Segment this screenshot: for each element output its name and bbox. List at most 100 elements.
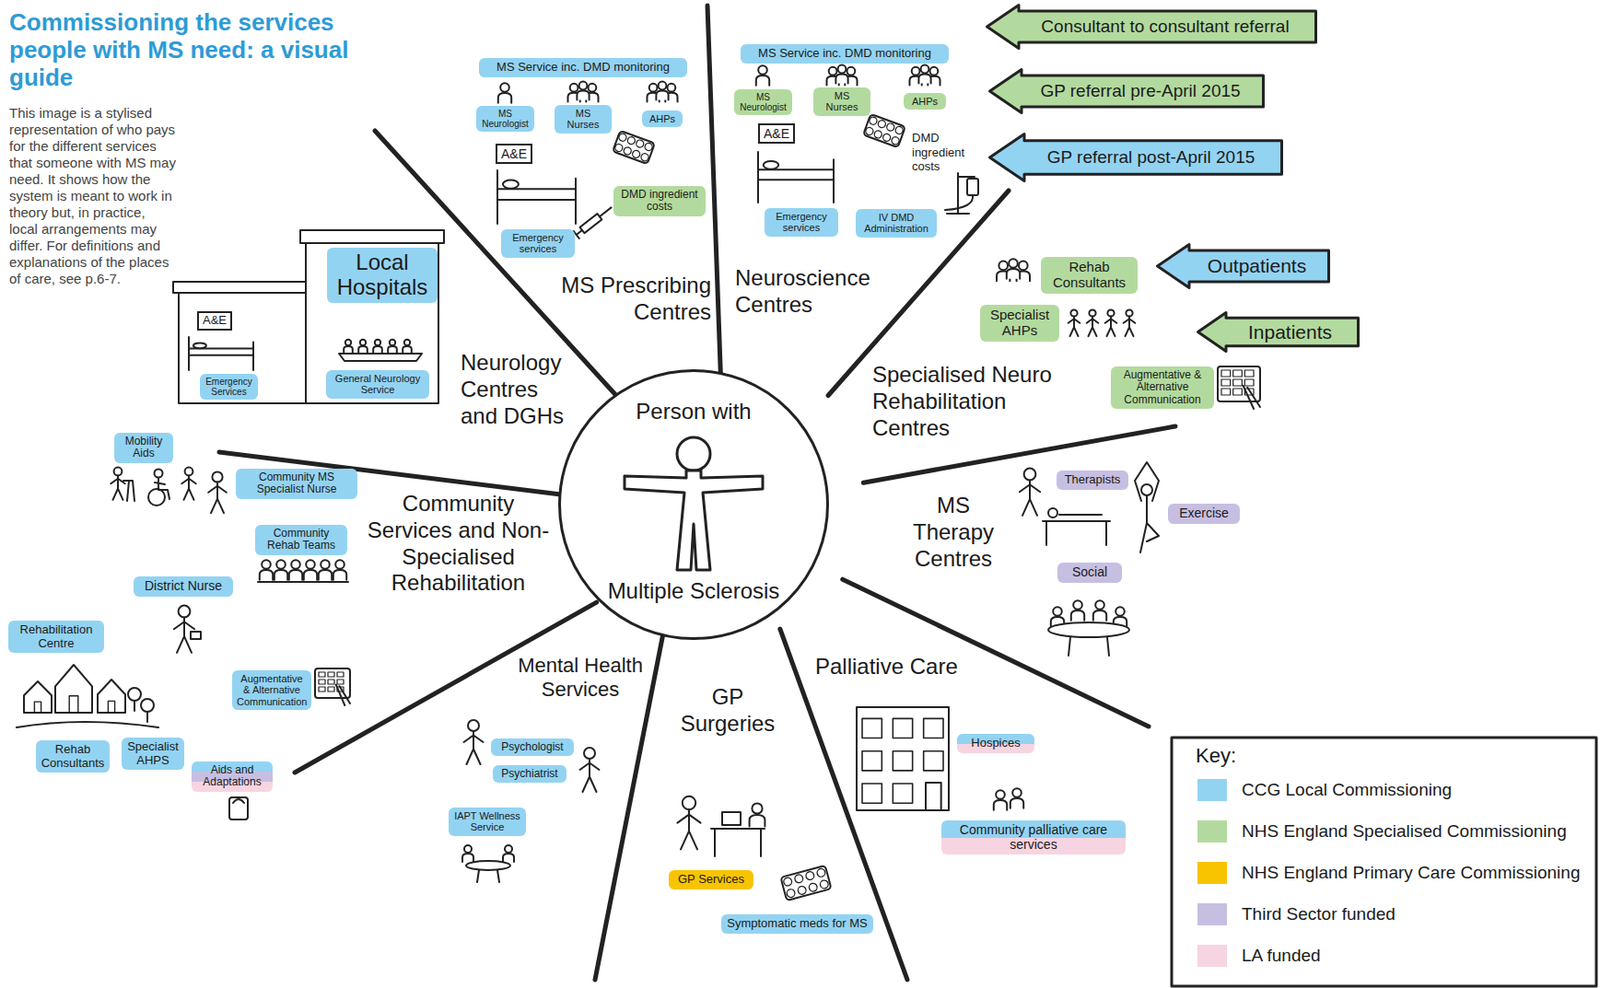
referral-arrow: Consultant to consultant referral (985, 3, 1318, 50)
legend-row: LA funded (1197, 945, 1321, 968)
funding-tag: MS Neurologist (476, 105, 535, 132)
section-label: MS Therapy Centres (907, 492, 1000, 573)
funding-tag: Augmentative & Alternative Communication (1110, 366, 1215, 409)
node-text: Rehabilitation Centre (12, 623, 100, 651)
section-label: Community Services and Non-Specialised R… (363, 490, 553, 597)
node-text: A&E (763, 126, 790, 141)
legend-text: CCG Local Commissioning (1241, 780, 1452, 801)
funding-tag: AHPs (642, 110, 683, 128)
legend-row: Third Sector funded (1197, 903, 1396, 926)
funding-tag: Emergency services (764, 208, 839, 237)
node-text: Emergency services (505, 232, 571, 256)
funding-tag: AHPs (903, 93, 946, 110)
node-text: Emergency Services (204, 376, 254, 398)
node-text: Aids and Adaptations (196, 764, 269, 790)
section-label: Neuroscience Centres (735, 265, 888, 319)
node-text: Community Rehab Teams (259, 527, 343, 553)
funding-tag: MS Service inc. DMD monitoring (740, 44, 949, 64)
funding-tag: Specialist AHPs (980, 304, 1060, 342)
node-text: GP referral pre-April 2015 (1021, 68, 1260, 115)
node-text: Hospices (961, 736, 1030, 751)
legend-swatch (1197, 945, 1227, 968)
section-label: Palliative Care (815, 654, 982, 681)
funding-tag: Community MS Specialist Nurse (235, 468, 358, 500)
neuroscience-centre-icons (756, 65, 979, 214)
funding-tag: GP Services (668, 870, 754, 890)
funding-tag: Exercise (1167, 503, 1240, 525)
node-text: Outpatients (1189, 243, 1325, 290)
funding-tag: MS Service inc. DMD monitoring (478, 58, 688, 78)
funding-tag: Local Hospitals (327, 247, 438, 304)
legend-swatch (1197, 862, 1227, 885)
node-text: Person with (558, 398, 830, 426)
node-text: MS Service inc. DMD monitoring (745, 46, 945, 61)
spoke-line (219, 452, 578, 497)
node-text: Specialist AHPS (126, 740, 180, 768)
funding-tag: Symptomatic meds for MS (721, 914, 874, 935)
node-text: Exercise (1172, 506, 1236, 522)
funding-tag: Hospices (957, 734, 1035, 754)
legend-row: NHS England Primary Care Commissioning (1197, 862, 1580, 885)
ae-sign: A&E (758, 123, 795, 144)
funding-tag: Rehab Consultants (35, 740, 110, 773)
legend-swatch (1197, 903, 1227, 926)
node-text: Augmentative & Alternative Communication (1115, 369, 1210, 407)
node-text: Inpatients (1226, 311, 1355, 353)
legend-text: NHS England Specialised Commissioning (1241, 821, 1567, 842)
node-text: A&E (202, 314, 227, 328)
node-text: Local Hospitals (331, 250, 433, 301)
node-text: AHPs (646, 113, 678, 125)
node-text: IV DMD Administration (860, 211, 933, 235)
legend-text: Third Sector funded (1241, 904, 1396, 925)
legend-row: CCG Local Commissioning (1197, 779, 1452, 802)
local-hospital-building (173, 230, 444, 404)
node-text: Psychologist (495, 741, 570, 754)
section-label: Mental Health Services (506, 654, 655, 703)
node-text: Community MS Specialist Nurse (240, 471, 353, 497)
funding-tag: Rehab Consultants (1040, 256, 1138, 294)
node-text: Mobility Aids (118, 435, 169, 461)
node-text: Psychiatrist (497, 768, 562, 781)
ae-sign: A&E (495, 143, 533, 164)
spoke-line (842, 579, 1149, 727)
node-text: MS Neurologist (480, 108, 530, 129)
funding-tag: Social (1057, 562, 1122, 584)
funding-tag: Augmentative & Alternative Communication (232, 670, 312, 711)
node-text: Specialist AHPs (984, 307, 1055, 339)
funding-tag: Mobility Aids (114, 432, 174, 464)
referral-arrow: Inpatients (1196, 311, 1360, 353)
node-text: Symptomatic meds for MS (725, 917, 869, 932)
section-label: MS Prescribing Centres (536, 272, 712, 327)
mental-health-icons (462, 720, 600, 883)
funding-tag: Emergency Services (199, 373, 258, 400)
node-text: Therapists (1061, 473, 1124, 488)
node-text: MS Nurses (817, 90, 866, 114)
section-label: Specialised Neuro Rehabilitation Centres (872, 362, 1071, 442)
legend-swatch (1197, 820, 1227, 843)
key-frame (1171, 737, 1597, 987)
funding-tag: Aids and Adaptations (191, 761, 273, 793)
funding-tag: DMD ingredient costs (613, 186, 706, 217)
node-text: Rehab Consultants (1045, 259, 1133, 292)
funding-tag: General Neurology Service (326, 370, 430, 399)
node-text: MS Nurses (559, 107, 608, 131)
node-text: IAPT Wellness Service (453, 810, 522, 834)
funding-tag: Psychiatrist (492, 765, 567, 783)
node-text: GP Services (673, 873, 749, 888)
legend-text: NHS England Primary Care Commissioning (1241, 863, 1580, 884)
funding-tag: Psychologist (490, 738, 574, 757)
funding-tag: MS Nurses (813, 87, 871, 117)
funding-tag: Emergency services (501, 229, 575, 258)
referral-arrow: Outpatients (1156, 243, 1331, 290)
funding-tag: MS Nurses (554, 105, 612, 134)
funding-tag: IAPT Wellness Service (448, 807, 526, 837)
intro-text: This image is a stylised representation … (9, 105, 177, 288)
node-text: Rehab Consultants (40, 743, 106, 771)
funding-tag: Specialist AHPS (121, 737, 185, 771)
person-circle: Person withMultiple Sclerosis (558, 369, 830, 641)
node-text: MS Service inc. DMD monitoring (483, 60, 683, 75)
node-text: Consultant to consultant referral (1018, 3, 1312, 50)
node-text: Augmentative & Alternative Communication (236, 673, 307, 708)
cost-label: DMD ingredient costs (911, 130, 979, 175)
